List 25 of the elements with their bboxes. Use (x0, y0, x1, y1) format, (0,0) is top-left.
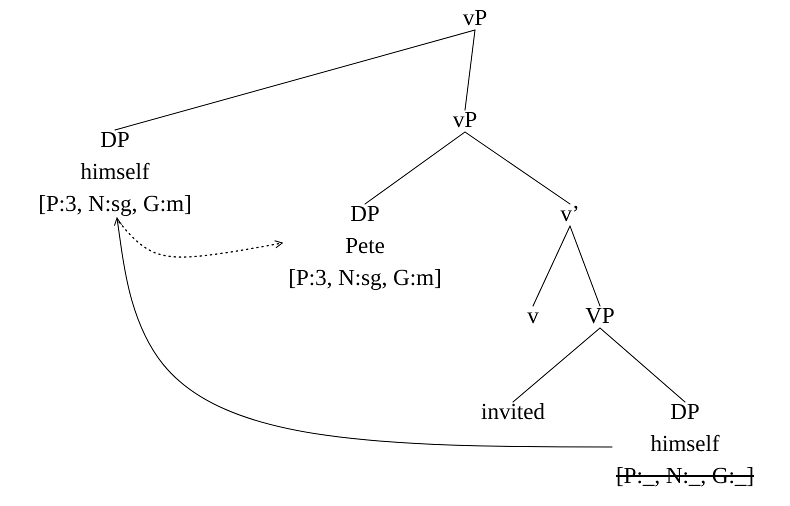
word-label: himself (80, 158, 150, 186)
tree-branch (600, 328, 686, 402)
category-label: v (527, 302, 539, 330)
feature-bundle: [P:3, N:sg, G:m] (288, 264, 442, 292)
category-label: DP (669, 398, 701, 426)
category-label: VP (585, 302, 615, 330)
tree-branch (512, 328, 600, 402)
tree-branch (114, 30, 476, 130)
category-label: DP (349, 200, 381, 228)
category-label: vP (452, 106, 478, 134)
tree-branch (570, 226, 600, 306)
tree-branch (464, 132, 570, 204)
tree-branch (364, 132, 466, 204)
feature-bundle: [P:3, N:sg, G:m] (38, 190, 192, 218)
tree-branch (532, 226, 570, 306)
word-label: himself (650, 430, 720, 458)
movement-arrow (114, 218, 612, 448)
category-label: DP (99, 126, 131, 154)
movement-arrow (118, 221, 283, 258)
feature-bundle: [P:_, N:_, G:_] (616, 462, 754, 490)
word-label: invited (481, 398, 545, 426)
category-label: v’ (560, 200, 580, 228)
category-label: vP (462, 4, 488, 32)
word-label: Pete (344, 232, 386, 260)
tree-branch (464, 30, 476, 110)
